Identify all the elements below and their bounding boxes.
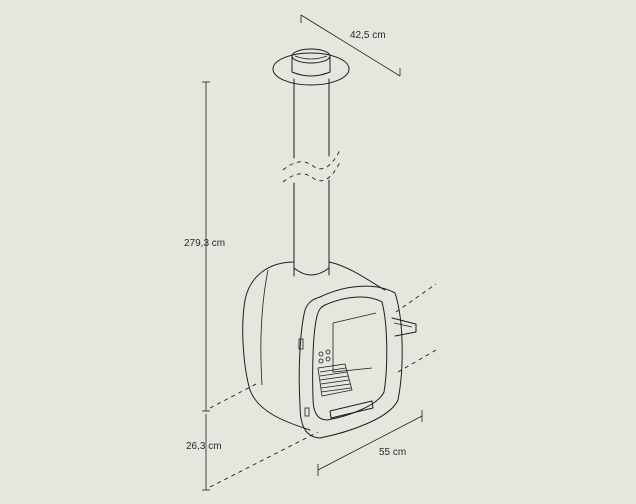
interior-back-wall — [332, 323, 373, 373]
door-outer — [298, 285, 403, 439]
depth-label: 42,5 cm — [350, 30, 386, 41]
body-back-outline — [242, 261, 311, 431]
height-dimension: 279,3 cm — [184, 81, 225, 412]
width-dimension: 55 cm — [317, 410, 423, 476]
grate — [317, 363, 353, 397]
chimney-pipe — [282, 78, 341, 277]
pipe-joint — [293, 267, 330, 276]
air-hole — [318, 351, 324, 357]
body-shading — [260, 269, 269, 386]
width-label: 55 cm — [379, 447, 406, 458]
floor-line-lower — [209, 431, 319, 488]
flange-plate — [272, 52, 350, 86]
width-dimension-line — [317, 415, 423, 471]
handle-bar — [391, 317, 417, 337]
height-label: 279,3 cm — [184, 238, 225, 249]
hinge-upper — [298, 338, 304, 350]
clearance-dimension: 26,3 cm — [186, 414, 222, 491]
air-hole — [325, 349, 331, 355]
firebox-body — [242, 261, 386, 431]
roof-flange — [272, 48, 350, 86]
floor-line-upper — [209, 382, 259, 409]
collar-top — [291, 48, 331, 64]
ash-pan — [329, 400, 374, 419]
air-hole — [325, 356, 331, 362]
body-top-outline — [328, 261, 386, 291]
right-projection-upper — [395, 283, 437, 313]
door-frame — [298, 285, 403, 439]
clearance-label: 26,3 cm — [186, 441, 222, 452]
right-projection-lower — [397, 349, 437, 373]
air-hole — [318, 358, 324, 364]
depth-dimension-line — [300, 14, 401, 77]
projection-lines — [209, 283, 437, 488]
break-line-lower — [282, 161, 341, 183]
depth-dimension: 42,5 cm — [300, 14, 401, 77]
door-inner — [312, 296, 388, 421]
hinge-lower — [304, 407, 310, 417]
break-line-upper — [282, 149, 341, 171]
door-handle — [391, 317, 417, 337]
firebox-interior — [317, 312, 377, 419]
door-hinges — [298, 338, 310, 417]
